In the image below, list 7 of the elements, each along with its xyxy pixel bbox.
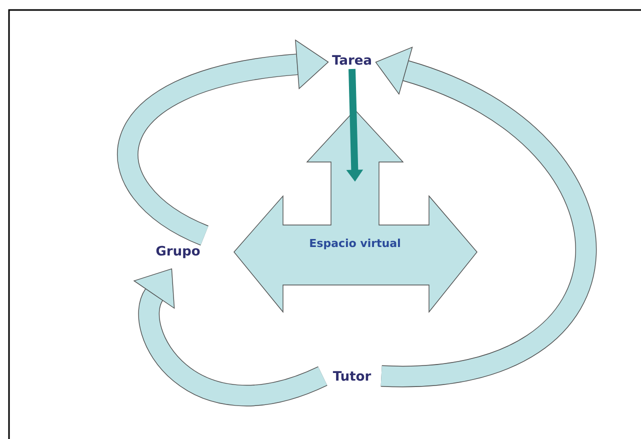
curved-arrow bbox=[133, 268, 327, 406]
curved-arrow bbox=[117, 39, 329, 246]
curved-arrow bbox=[375, 46, 596, 387]
node-label: Tutor bbox=[332, 371, 372, 381]
node-label: Tarea bbox=[332, 55, 371, 65]
cross-arrow-label: Espacio virtual bbox=[310, 238, 400, 250]
node-label: Grupo bbox=[156, 246, 200, 258]
